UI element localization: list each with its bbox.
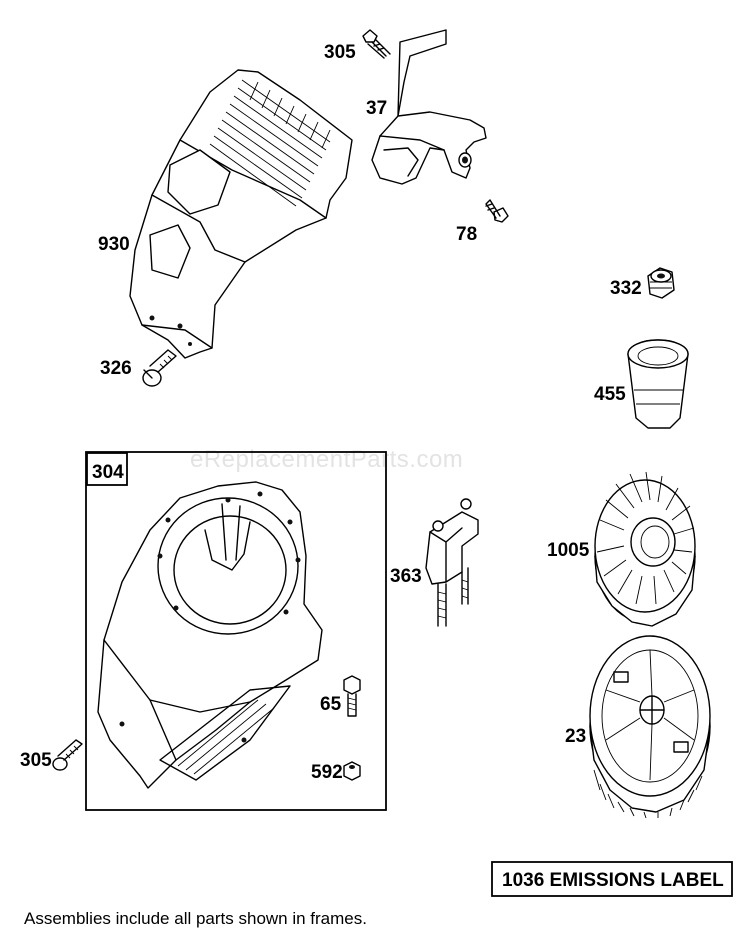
callout-304: 304: [92, 462, 124, 483]
screw-326: [142, 349, 177, 387]
part-455-cup: [627, 339, 689, 429]
part-1005-fan: [594, 471, 696, 627]
callout-37: 37: [366, 98, 387, 119]
screw-65: [343, 675, 361, 717]
nut-592: [343, 761, 361, 781]
callout-1005: 1005: [547, 540, 590, 561]
footer-note: Assemblies include all parts shown in fr…: [24, 909, 367, 928]
assembly-304-frame: [85, 451, 387, 811]
callout-455: 455: [594, 384, 626, 405]
callout-363: 363: [390, 566, 422, 587]
callout-65: 65: [320, 694, 342, 715]
emissions-label-text: 1036 EMISSIONS LABEL: [502, 870, 724, 891]
watermark-text: eReplacementParts.com: [190, 446, 463, 473]
screw-305-bottom: [52, 739, 83, 771]
callout-326: 326: [100, 358, 132, 379]
callout-332: 332: [610, 278, 642, 299]
part-363-bracket: [425, 498, 479, 627]
callout-592: 592: [311, 762, 343, 783]
callout-305-bottom: 305: [20, 750, 52, 771]
assembly-304-tag-box: [86, 452, 128, 486]
emissions-label-box: [491, 861, 733, 897]
callout-305-top: 305: [324, 42, 356, 63]
part-23-flywheel: [589, 635, 711, 819]
part-304-blower-housing: [97, 481, 323, 789]
callout-78: 78: [456, 224, 477, 245]
callout-930: 930: [98, 234, 130, 255]
screw-78: [485, 199, 509, 223]
callout-23: 23: [565, 726, 586, 747]
part-37-shield: [371, 29, 487, 185]
screw-305-top: [362, 29, 391, 59]
part-332-nut: [647, 267, 675, 299]
part-930-cover: [129, 69, 353, 359]
